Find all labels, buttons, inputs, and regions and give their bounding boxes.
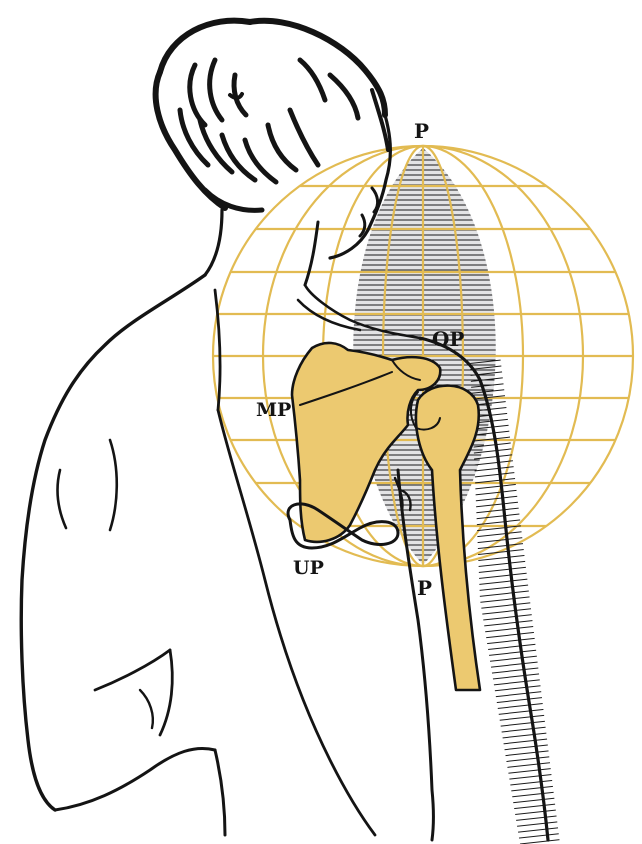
hair	[156, 21, 388, 211]
label-op: OP	[432, 327, 464, 351]
globe-grid	[213, 146, 633, 566]
label-pole-bottom: P	[417, 576, 432, 600]
label-up: UP	[293, 557, 324, 579]
label-pole-top: P	[414, 119, 429, 143]
label-mp: MP	[256, 399, 291, 421]
